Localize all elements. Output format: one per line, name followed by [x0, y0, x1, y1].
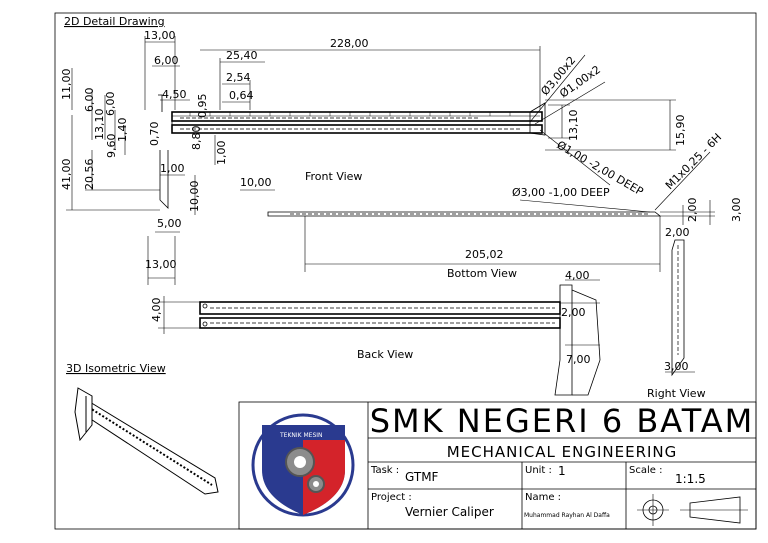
dim-205-02: 205,02: [465, 248, 504, 261]
dim-2-00-c: 2,00: [561, 306, 586, 319]
bottom-view: [267, 200, 715, 272]
dim-6: 6,00: [154, 54, 179, 67]
name-label: Name :: [525, 492, 561, 503]
dim-9-60: 9,60: [105, 134, 118, 159]
department-name: MECHANICAL ENGINEERING: [447, 443, 678, 461]
dim-6-v: 6,00: [83, 88, 96, 113]
dim-1-00-b: 1,00: [160, 162, 185, 175]
dim-3-00-b: 3,00: [664, 360, 689, 373]
front-view-dimensions: [66, 36, 711, 285]
unit-value: 1: [558, 464, 566, 478]
dim-20-56: 20,56: [83, 159, 96, 191]
dim-3-00-a: 3,00: [730, 198, 743, 223]
dim-13-10-right: 13,10: [567, 110, 580, 142]
dim-6-v2: 6,00: [104, 92, 117, 117]
dim-10-00-v: 10,00: [188, 181, 201, 213]
right-view-label: Right View: [647, 387, 706, 400]
dim-2-00-a: 2,00: [686, 198, 699, 223]
dim-13-lower: 13,00: [145, 258, 177, 271]
dim-8-80: 8,80: [190, 126, 203, 151]
front-view-label: Front View: [305, 170, 362, 183]
project-value: Vernier Caliper: [405, 505, 494, 519]
dim-13-10: 13,10: [93, 109, 106, 141]
dimension-texts: 13,00 6,00 25,40 228,00 2,54 0,64 4,50 0…: [60, 29, 724, 271]
dim-0-64: 0,64: [229, 89, 254, 102]
title-block: [238, 401, 757, 530]
scale-label: Scale :: [629, 465, 662, 476]
dim-phi3-deep: Ø3,00 -1,00 DEEP: [512, 186, 610, 199]
school-logo: [251, 413, 355, 517]
dim-228: 228,00: [330, 37, 369, 50]
dim-4-00-top: 4,00: [565, 269, 590, 282]
task-value: GTMF: [405, 470, 439, 484]
detail-drawing-title: 2D Detail Drawing: [64, 15, 165, 28]
dim-5-00: 5,00: [157, 217, 182, 230]
logo-text: TEKNIK MESIN: [279, 432, 323, 439]
isometric-view-title: 3D Isometric View: [66, 362, 166, 375]
dim-41: 41,00: [60, 159, 73, 191]
dim-1-40: 1,40: [116, 118, 129, 143]
task-label: Task :: [370, 465, 399, 476]
unit-label: Unit :: [525, 465, 552, 476]
dim-0-70: 0,70: [148, 122, 161, 147]
dim-4-50: 4,50: [162, 88, 187, 101]
scale-value: 1:1.5: [675, 472, 706, 486]
dim-4-00-left: 4,00: [150, 298, 163, 323]
dim-7-00: 7,00: [566, 353, 591, 366]
dim-13-top: 13,00: [144, 29, 176, 42]
projection-symbol: [637, 494, 748, 526]
right-view: [665, 239, 695, 377]
dim-2-00-b: 2,00: [665, 226, 690, 239]
back-view-label: Back View: [357, 348, 413, 361]
name-value: Muhammad Rayhan Al Daffa: [524, 512, 610, 519]
school-name: SMK NEGERI 6 BATAM: [370, 402, 755, 440]
dim-0-95: 0,95: [196, 94, 209, 119]
dim-10-00-h: 10,00: [240, 176, 272, 189]
bottom-view-label: Bottom View: [447, 267, 517, 280]
dim-m1-thread: M1x0,25 - 6H: [663, 131, 724, 192]
dim-1-00-a: 1,00: [215, 141, 228, 166]
dim-11: 11,00: [60, 69, 73, 101]
back-view: [158, 279, 601, 396]
dim-15-90: 15,90: [674, 115, 687, 147]
dim-2-54: 2,54: [226, 71, 251, 84]
isometric-view: [74, 387, 219, 495]
project-label: Project :: [371, 492, 412, 503]
dim-25-40: 25,40: [226, 49, 258, 62]
